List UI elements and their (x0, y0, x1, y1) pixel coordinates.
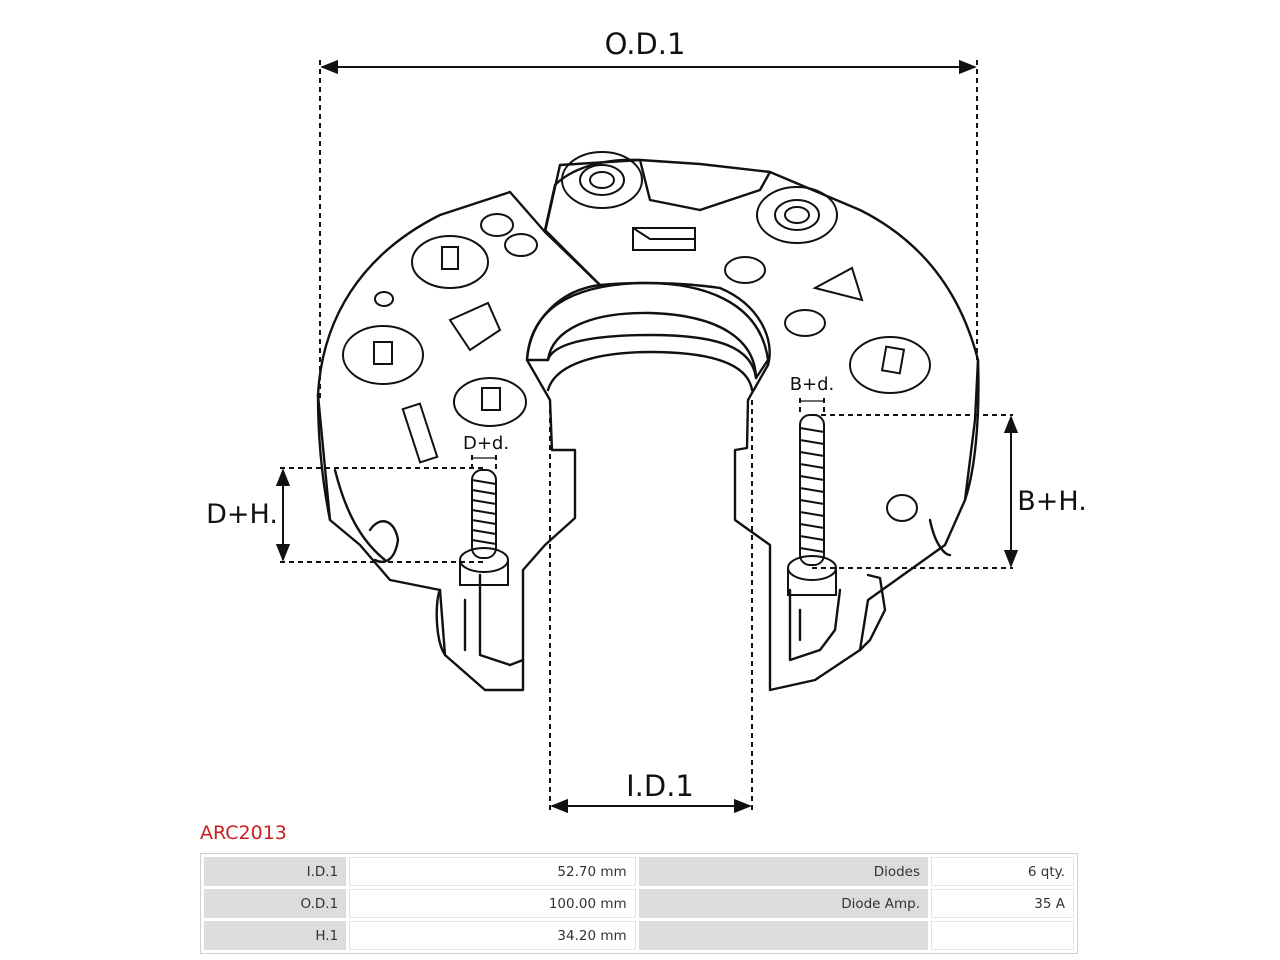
spec-value: 52.70 mm (349, 857, 636, 886)
spec-key (638, 921, 929, 950)
rectifier-features (342, 151, 931, 522)
dimension-lines (280, 60, 1013, 812)
rectifier-technical-drawing: O.D.1 I.D.1 D+H. D+d. B+H. B+d. (206, 27, 1087, 814)
spec-key: O.D.1 (204, 889, 347, 918)
bd-label: B+d. (790, 374, 835, 395)
spec-key: Diodes (638, 857, 929, 886)
bh-label: B+H. (1017, 486, 1087, 517)
spec-value: 35 A (931, 889, 1074, 918)
specs-table: I.D.1 52.70 mm Diodes 6 qty. O.D.1 100.0… (200, 853, 1078, 954)
dh-label: D+H. (206, 499, 278, 530)
dd-label: D+d. (463, 433, 509, 454)
part-number-title: ARC2013 (200, 822, 287, 844)
spec-value: 100.00 mm (349, 889, 636, 918)
rectifier-outline (316, 158, 980, 692)
spec-value: 6 qty. (931, 857, 1074, 886)
dimension-arrows (275, 59, 1019, 814)
id1-label: I.D.1 (626, 769, 694, 803)
od1-label: O.D.1 (605, 27, 686, 61)
spec-value (931, 921, 1074, 950)
spec-key: H.1 (204, 921, 347, 950)
table-row: H.1 34.20 mm (204, 921, 1074, 950)
table-row: O.D.1 100.00 mm Diode Amp. 35 A (204, 889, 1074, 918)
table-row: I.D.1 52.70 mm Diodes 6 qty. (204, 857, 1074, 886)
spec-key: I.D.1 (204, 857, 347, 886)
left-terminal-bolt (459, 469, 509, 586)
spec-key: Diode Amp. (638, 889, 929, 918)
spec-value: 34.20 mm (349, 921, 636, 950)
